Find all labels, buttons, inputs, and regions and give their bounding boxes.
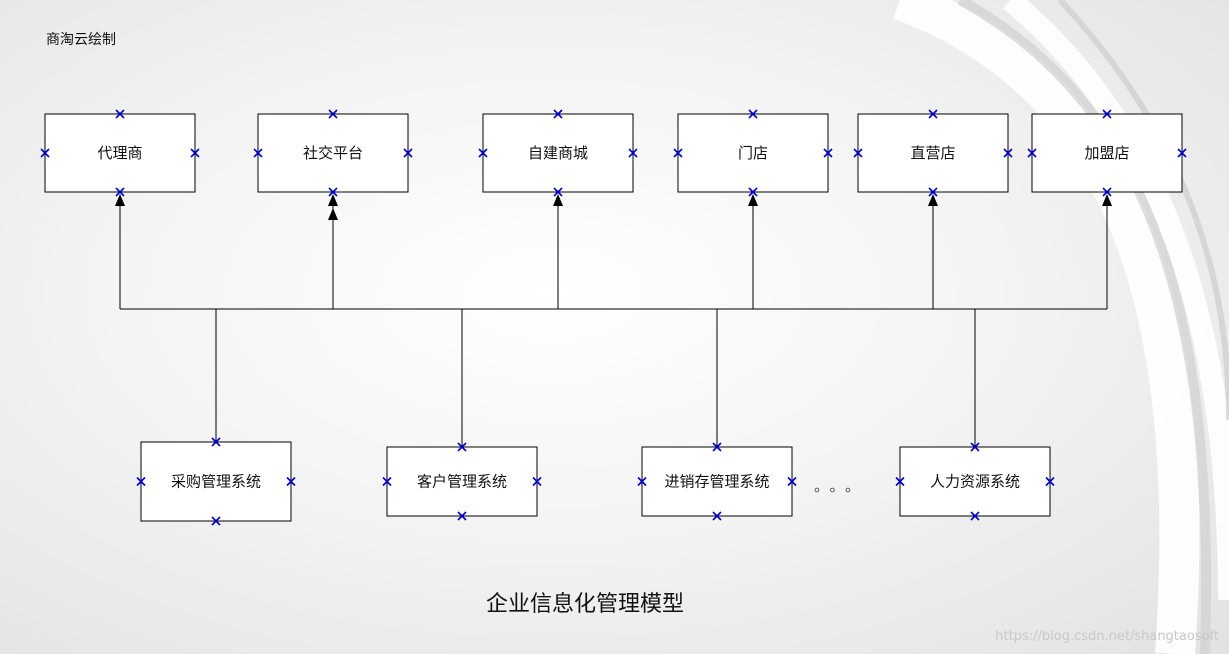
author-label: 商淘云绘制 (46, 32, 116, 48)
connection-point-icon (136, 476, 146, 487)
connection-point-icon (673, 148, 683, 158)
connection-point-icon (403, 148, 413, 158)
connection-point-icon (190, 148, 200, 158)
connection-point-icon (532, 476, 542, 487)
connection-point-icon (1102, 187, 1112, 197)
channel-node: 自建商城 (478, 109, 638, 197)
connection-point-icon (328, 187, 338, 197)
system-node: 进销存管理系统 (637, 442, 797, 521)
arrowhead-icon (553, 194, 563, 206)
connection-point-icon (1003, 148, 1013, 158)
system-box (140, 441, 292, 522)
watermark: https://blog.csdn.net/shangtaosoft (995, 629, 1219, 644)
channel-label: 直营店 (910, 144, 955, 162)
connection-point-icon (628, 148, 638, 158)
arrowhead-icon (115, 194, 125, 206)
connection-point-icon (823, 148, 833, 158)
ellipsis-label: 。。。 (814, 477, 868, 495)
channel-label: 门店 (738, 144, 768, 162)
arrowhead-icon (328, 194, 338, 206)
connection-point-icon (637, 476, 647, 487)
system-box (386, 446, 538, 517)
channel-label: 自建商城 (528, 144, 588, 162)
connection-point-icon (211, 437, 221, 447)
arrowhead-icon (328, 208, 338, 220)
system-box (641, 446, 793, 517)
connection-point-icon (1102, 109, 1112, 119)
connection-point-icon (970, 442, 980, 452)
connection-point-icon (895, 476, 905, 487)
system-label: 进销存管理系统 (664, 473, 769, 491)
connection-point-icon (1177, 148, 1187, 158)
connection-point-icon (382, 476, 392, 487)
connection-point-icon (1045, 476, 1055, 487)
channel-node: 门店 (673, 109, 833, 197)
connection-point-icon (553, 109, 563, 119)
connector-lines (115, 194, 1112, 447)
connection-point-icon (748, 187, 758, 197)
system-label: 采购管理系统 (171, 473, 261, 491)
system-node: 采购管理系统 (136, 437, 296, 526)
connection-point-icon (328, 109, 338, 119)
system-label: 客户管理系统 (417, 473, 507, 491)
connection-point-icon (712, 442, 722, 452)
connection-point-icon (211, 516, 221, 526)
connection-point-icon (553, 187, 563, 197)
connection-point-icon (853, 148, 863, 158)
connection-point-icon (928, 187, 938, 197)
connection-point-icon (457, 442, 467, 452)
channel-node: 社交平台 (253, 109, 413, 197)
connection-point-icon (928, 109, 938, 119)
connection-point-icon (115, 109, 125, 119)
connection-point-icon (787, 476, 797, 487)
connection-point-icon (1027, 148, 1037, 158)
channel-box (857, 113, 1009, 193)
connection-point-icon (286, 476, 296, 487)
channel-box (677, 113, 829, 193)
channel-nodes: 代理商 社交平台 自建商城 门店 直营店 加盟店 (40, 109, 1187, 197)
connection-point-icon (748, 109, 758, 119)
arrowhead-icon (1102, 194, 1112, 206)
connection-point-icon (457, 511, 467, 521)
background-swoosh (893, 0, 1229, 654)
connection-point-icon (478, 148, 488, 158)
arrowhead-icon (748, 194, 758, 206)
diagram-title: 企业信息化管理模型 (485, 592, 684, 617)
connection-point-icon (970, 511, 980, 521)
channel-node: 代理商 (40, 109, 200, 197)
channel-label: 加盟店 (1084, 144, 1129, 162)
arrowhead-icon (928, 194, 938, 206)
channel-node: 加盟店 (1027, 109, 1187, 197)
system-nodes: 采购管理系统 客户管理系统 进销存管理系统 人力资源系统 (136, 437, 1055, 526)
connection-point-icon (712, 511, 722, 521)
system-node: 客户管理系统 (382, 442, 542, 521)
channel-label: 代理商 (97, 144, 142, 162)
system-label: 人力资源系统 (930, 473, 1020, 491)
connection-point-icon (115, 187, 125, 197)
channel-label: 社交平台 (303, 144, 363, 162)
channel-node: 直营店 (853, 109, 1013, 197)
channel-box (257, 113, 409, 193)
system-node: 人力资源系统 (895, 442, 1055, 521)
connection-point-icon (253, 148, 263, 158)
connection-point-icon (40, 148, 50, 158)
